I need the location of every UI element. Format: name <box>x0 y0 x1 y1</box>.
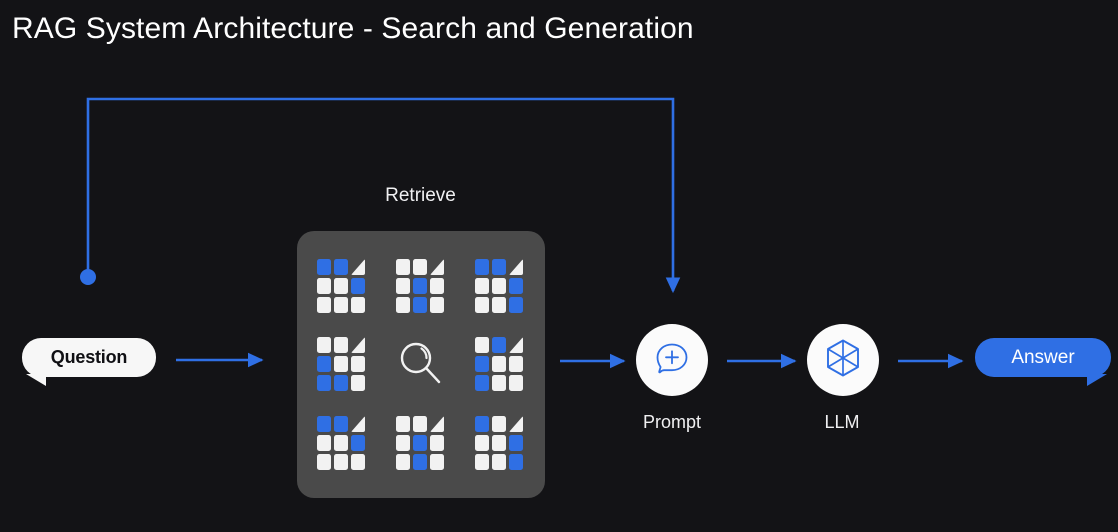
document-cell <box>316 336 368 392</box>
search-cell <box>395 336 447 392</box>
document-7-icon <box>316 415 368 471</box>
document-cell <box>316 258 368 314</box>
answer-bubble-tail <box>1087 374 1107 386</box>
question-label: Question <box>50 347 128 367</box>
document-6-icon <box>474 336 526 392</box>
question-node[interactable]: Question <box>22 338 156 386</box>
document-4-icon <box>316 336 368 392</box>
retrieve-panel[interactable] <box>297 231 545 498</box>
question-bubble-tail <box>26 374 46 386</box>
document-8-icon <box>395 415 447 471</box>
chat-bubble-plus-icon <box>652 338 692 383</box>
llm-node[interactable] <box>807 324 879 396</box>
prompt-node[interactable] <box>636 324 708 396</box>
prompt-label: Prompt <box>642 412 702 432</box>
document-grid <box>297 231 545 498</box>
document-1-icon <box>316 258 368 314</box>
document-cell <box>474 336 526 392</box>
answer-label: Answer <box>1011 346 1075 368</box>
llm-label: LLM <box>824 412 860 432</box>
document-cell <box>316 415 368 471</box>
hexagon-cube-icon <box>823 337 863 384</box>
document-2-icon <box>395 258 447 314</box>
answer-node[interactable]: Answer <box>975 338 1111 386</box>
document-3-icon <box>474 258 526 314</box>
document-cell <box>474 258 526 314</box>
document-cell <box>474 415 526 471</box>
magnifier-icon <box>395 336 447 392</box>
retrieve-label: Retrieve <box>385 185 456 206</box>
document-cell <box>395 258 447 314</box>
document-cell <box>395 415 447 471</box>
page-title: RAG System Architecture - Search and Gen… <box>12 12 694 45</box>
document-9-icon <box>474 415 526 471</box>
